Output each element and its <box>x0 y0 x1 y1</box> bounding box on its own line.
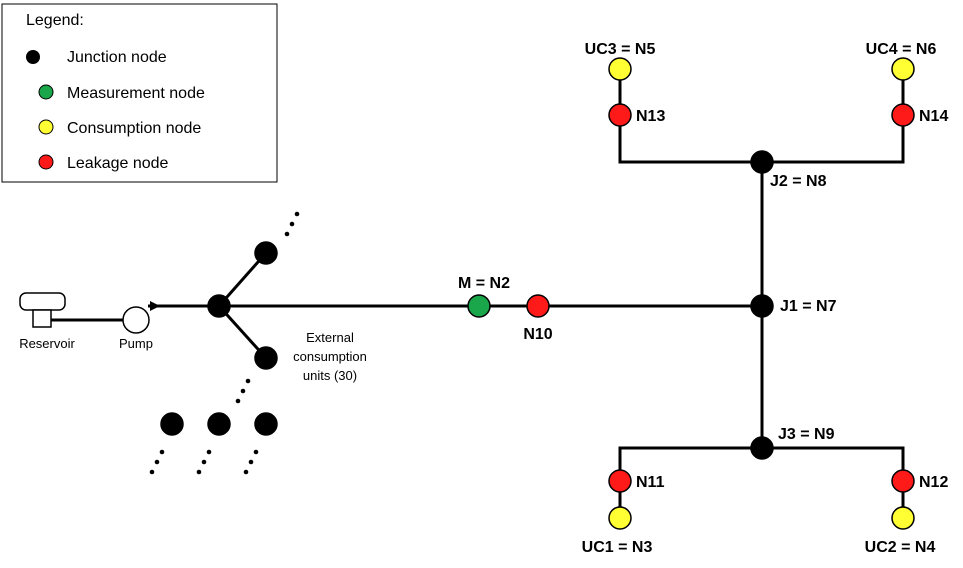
legend-junction-swatch <box>26 50 40 64</box>
consumption-node-uc2 <box>891 506 915 530</box>
consumption-node-uc4-label: UC4 = N6 <box>866 41 937 58</box>
reservoir: Reservoir <box>19 292 75 351</box>
pump-label: Pump <box>119 336 153 351</box>
continuation-dots-icon <box>149 211 300 475</box>
leakage-node-n12-label: N12 <box>919 474 948 491</box>
junction-node-j1-label: J1 = N7 <box>780 298 837 315</box>
legend-leakage-label: Leakage node <box>67 155 169 172</box>
leakage-node-n14 <box>891 103 915 127</box>
junction-node-j3-label: J3 = N9 <box>778 426 835 443</box>
external-node-row-2 <box>207 412 231 436</box>
legend-junction-label: Junction node <box>67 49 167 66</box>
legend: Legend: Junction node Measurement node C… <box>1 3 278 183</box>
consumption-node-uc3-label: UC3 = N5 <box>585 41 656 58</box>
consumption-node-uc2-label: UC2 = N4 <box>865 539 936 556</box>
pipe-branch-up <box>217 252 268 307</box>
reservoir-tank <box>19 292 66 311</box>
external-label-line3: units (30) <box>303 368 357 383</box>
legend-leakage-swatch <box>38 154 54 170</box>
consumption-node-uc4 <box>891 57 915 81</box>
external-consumption: External consumption units (30) <box>149 211 367 475</box>
legend-consumption-swatch <box>38 119 54 135</box>
external-label-line2: consumption <box>293 349 367 364</box>
legend-title: Legend: <box>26 12 84 29</box>
external-label-line1: External <box>306 330 354 345</box>
legend-measurement-swatch <box>38 84 54 100</box>
leakage-node-n10 <box>526 294 550 318</box>
reservoir-label: Reservoir <box>19 336 75 351</box>
leakage-node-n12 <box>891 469 915 493</box>
leakage-node-n10-label: N10 <box>523 326 552 343</box>
consumption-node-uc1 <box>608 506 632 530</box>
external-node-lower <box>254 346 278 370</box>
pump: Pump <box>119 301 160 351</box>
measurement-node-label: M = N2 <box>458 275 510 292</box>
leakage-node-n13-label: N13 <box>636 108 665 125</box>
junction-node-j3 <box>750 436 774 460</box>
external-node-row-1 <box>160 412 184 436</box>
legend-measurement-label: Measurement node <box>67 85 205 102</box>
network-nodes: M = N2 N10 J1 = N7 J2 = N8 J3 = N9 UC3 =… <box>458 41 948 556</box>
leakage-node-n13 <box>608 103 632 127</box>
measurement-node-m <box>467 294 491 318</box>
consumption-node-uc1-label: UC1 = N3 <box>582 539 653 556</box>
leakage-node-n14-label: N14 <box>919 108 948 125</box>
junction-node-distribution <box>207 294 231 318</box>
junction-node-j2 <box>750 150 774 174</box>
leakage-node-n11 <box>608 469 632 493</box>
junction-node-j1 <box>750 294 774 318</box>
external-node-row-3 <box>254 412 278 436</box>
junction-node-j2-label: J2 = N8 <box>770 173 827 190</box>
external-node-upper <box>254 241 278 265</box>
pump-icon <box>122 306 150 334</box>
flow-arrow-icon <box>150 301 160 311</box>
consumption-node-uc3 <box>608 57 632 81</box>
leakage-node-n11-label: N11 <box>636 474 665 491</box>
reservoir-base <box>32 309 52 328</box>
legend-consumption-label: Consumption node <box>67 120 201 137</box>
